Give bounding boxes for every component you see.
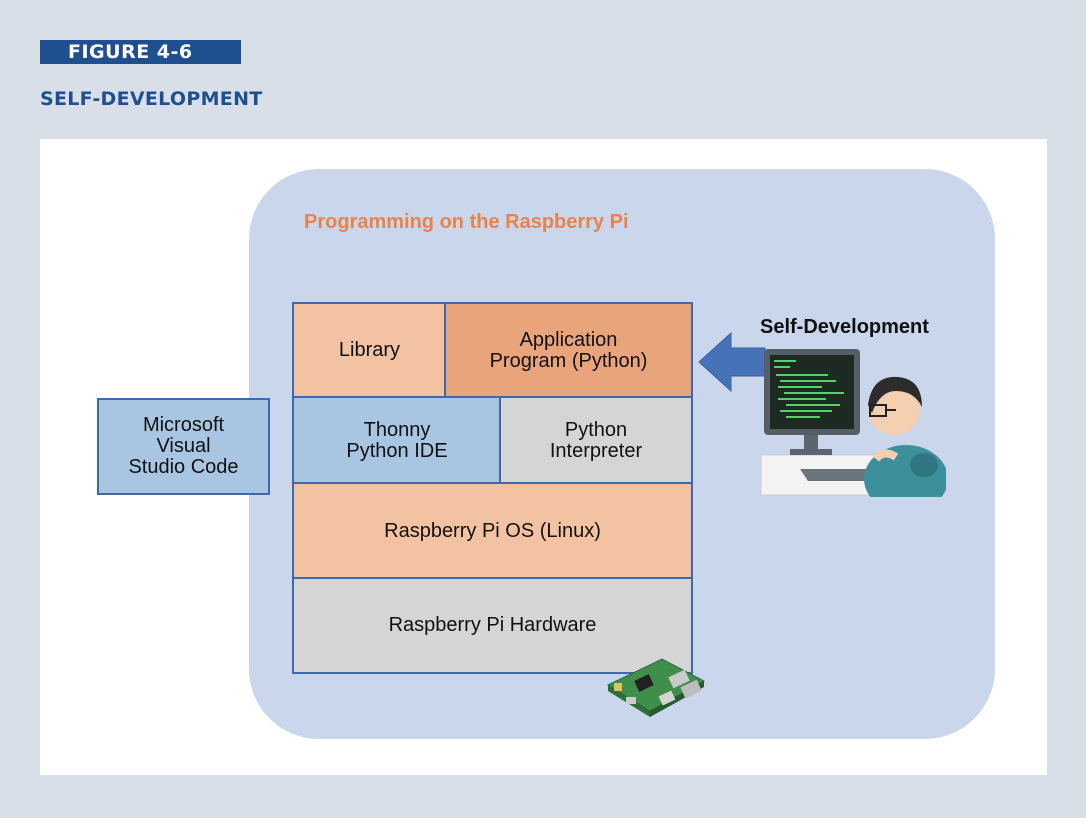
raspberry-pi-board-icon	[606, 658, 706, 717]
figure-label: FIGURE 4-6	[40, 40, 241, 64]
programmer-at-computer-icon	[760, 349, 946, 497]
thonny-label-line1: Thonny	[363, 418, 431, 441]
application-program-box: Application Program (Python)	[444, 302, 693, 399]
thonny-label-line2: Python IDE	[346, 439, 448, 462]
vscode-label-line3: Studio Code	[128, 456, 239, 478]
interpreter-label-line1: Python	[564, 418, 628, 441]
thonny-ide-box: Thonny Python IDE	[292, 396, 502, 485]
self-development-label: Self-Development	[760, 316, 929, 338]
python-interpreter-box: Python Interpreter	[499, 396, 693, 485]
diagram-title: Programming on the Raspberry Pi	[304, 211, 629, 233]
application-label-line2: Program (Python)	[489, 349, 648, 372]
interpreter-label-line2: Interpreter	[549, 439, 643, 462]
raspberry-pi-os-box: Raspberry Pi OS (Linux)	[292, 482, 693, 580]
library-label: Library	[338, 339, 401, 361]
application-label-line1: Application	[519, 328, 618, 351]
os-label: Raspberry Pi OS (Linux)	[384, 519, 601, 542]
diagram-panel: Programming on the Raspberry Pi Library …	[40, 139, 1047, 775]
raspberry-pi-hardware-box: Raspberry Pi Hardware	[292, 577, 693, 674]
hardware-label: Raspberry Pi Hardware	[388, 614, 597, 636]
vscode-label-line2: Visual	[156, 435, 211, 457]
figure-title: SELF-DEVELOPMENT	[40, 88, 263, 110]
library-box: Library	[292, 302, 447, 399]
vscode-label-line1: Microsoft	[142, 414, 225, 436]
vscode-box: Microsoft Visual Studio Code	[97, 398, 270, 495]
